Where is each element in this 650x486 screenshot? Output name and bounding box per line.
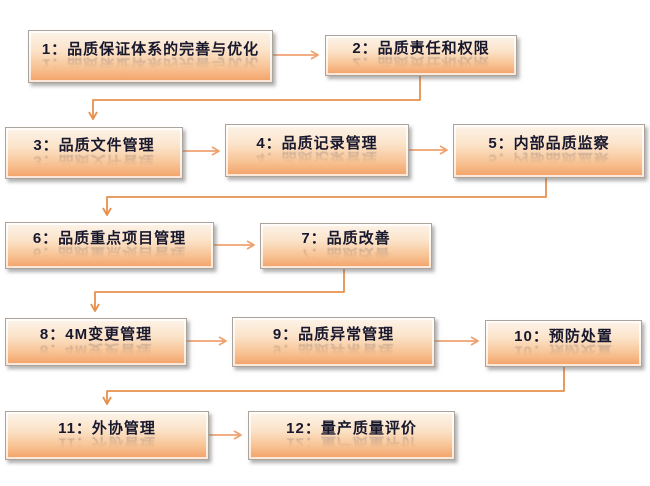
- connector-5-6: [102, 177, 547, 216]
- flow-node-3-reflection: 3：品质文件管理: [33, 151, 155, 169]
- flow-node-1: 1：品质保证体系的完善与优化 1：品质保证体系的完善与优化: [28, 30, 273, 83]
- flow-node-4: 4：品质记录管理 4：品质记录管理: [225, 124, 409, 177]
- flow-node-10-label: 10：预防处置: [514, 327, 613, 345]
- flow-node-12-reflection: 12：量产质量评价: [286, 434, 417, 452]
- flow-node-7: 7：品质改善 7：品质改善: [260, 223, 432, 269]
- flow-node-6-reflection: 6：品质重点项目管理: [32, 244, 187, 262]
- flow-node-7-label: 7：品质改善: [301, 230, 391, 248]
- flow-node-9-label: 9：品质异常管理: [272, 326, 395, 344]
- flow-node-12: 12：量产质量评价 12：量产质量评价: [248, 411, 455, 460]
- flow-node-2-label: 2：品质责任和权限: [352, 39, 490, 57]
- flow-node-10-reflection: 10：预防处置: [514, 342, 613, 360]
- flow-node-9: 9：品质异常管理 9：品质异常管理: [232, 317, 435, 367]
- flow-node-6-label: 6：品质重点项目管理: [32, 229, 187, 247]
- flow-node-5: 5：内部品质监察 5：内部品质监察: [453, 124, 645, 178]
- flow-node-11: 11：外协管理 11：外协管理: [5, 411, 209, 460]
- connector-10-11: [102, 366, 565, 405]
- flow-node-3-label: 3：品质文件管理: [33, 137, 155, 155]
- flow-node-3: 3：品质文件管理 3：品质文件管理: [5, 127, 183, 179]
- flow-node-11-label: 11：外协管理: [58, 419, 156, 437]
- flow-node-9-reflection: 9：品质异常管理: [272, 340, 395, 358]
- flow-node-11-reflection: 11：外协管理: [58, 434, 156, 452]
- flow-node-6: 6：品质重点项目管理 6：品质重点项目管理: [5, 222, 214, 269]
- flow-node-8-label: 8：4M变更管理: [39, 326, 153, 344]
- flow-node-2-reflection: 2：品质责任和权限: [352, 54, 490, 72]
- flow-node-4-label: 4：品质记录管理: [256, 134, 378, 152]
- flow-node-10: 10：预防处置 10：预防处置: [485, 320, 642, 367]
- flow-node-5-reflection: 5：内部品质监察: [488, 149, 610, 167]
- flow-node-2: 2：品质责任和权限 2：品质责任和权限: [325, 35, 517, 76]
- flow-node-4-reflection: 4：品质记录管理: [256, 149, 378, 167]
- flow-node-1-label: 1：品质保证体系的完善与优化: [41, 40, 260, 58]
- flow-node-7-reflection: 7：品质改善: [301, 244, 391, 262]
- flow-node-5-label: 5：内部品质监察: [488, 135, 610, 153]
- flow-node-12-label: 12：量产质量评价: [286, 419, 417, 437]
- flow-node-8-reflection: 8：4M变更管理: [39, 340, 153, 358]
- flow-node-8: 8：4M变更管理 8：4M变更管理: [5, 318, 187, 366]
- flow-node-1-reflection: 1：品质保证体系的完善与优化: [41, 55, 260, 73]
- connector-7-8: [90, 268, 345, 312]
